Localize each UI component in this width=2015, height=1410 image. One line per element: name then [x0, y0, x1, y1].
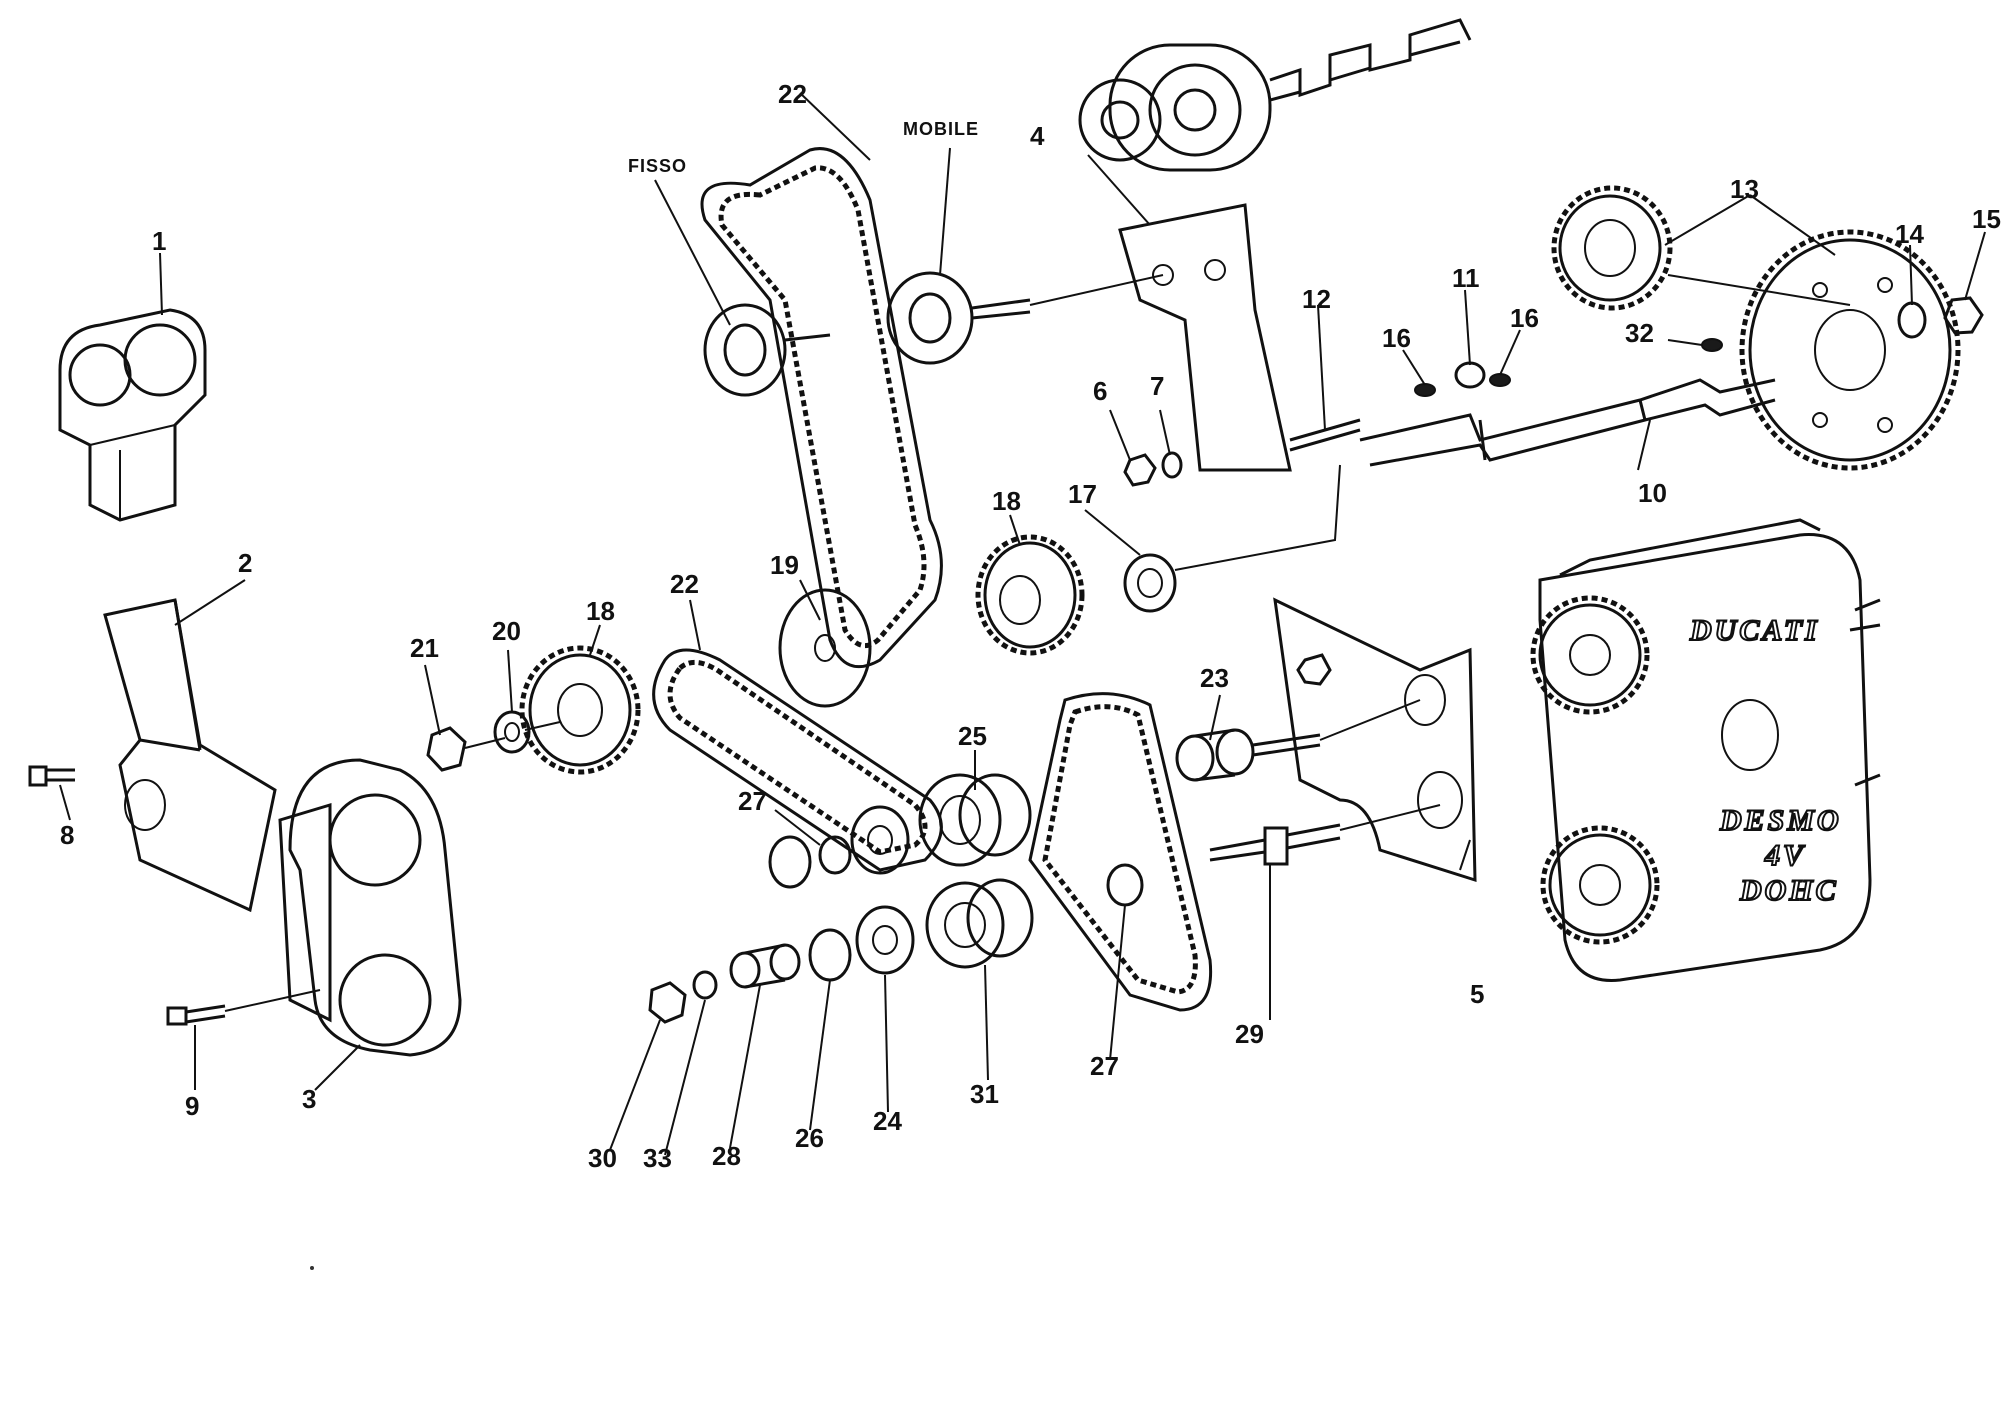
label-27-upper: 27	[738, 786, 767, 816]
axis-line-lower-left	[464, 721, 561, 749]
part-24-bearing-upper	[850, 805, 910, 875]
part-1-cover	[58, 308, 207, 522]
part-29-stud	[1209, 804, 1441, 866]
part-15-nut	[1943, 296, 1984, 335]
label-5: 5	[1470, 979, 1484, 1009]
part-18-pulley-lower	[519, 645, 641, 775]
label-11: 11	[1452, 263, 1480, 293]
part-24-bearing-lower	[855, 905, 915, 975]
label-31: 31	[970, 1079, 999, 1109]
part-10-shaft	[1359, 378, 1776, 467]
lower-timing-belt-right	[1028, 692, 1213, 1012]
part-31-pulley	[925, 878, 1034, 969]
label-fisso: FISSO	[628, 156, 687, 176]
part-23-spacer	[1175, 699, 1421, 782]
label-26: 26	[795, 1123, 824, 1153]
label-24: 24	[873, 1106, 902, 1136]
part-2-bracket	[103, 598, 277, 913]
part-28-spacer	[729, 943, 801, 989]
label-4: 4	[1030, 121, 1045, 151]
part-27-ring-right	[1106, 863, 1144, 907]
part-21-nut	[426, 726, 467, 772]
label-25: 25	[958, 721, 987, 751]
part-6-nut	[1123, 453, 1157, 487]
label-18-upper: 18	[992, 486, 1021, 516]
part-32-key	[1701, 338, 1723, 352]
tensioner-fixed	[703, 303, 831, 397]
cover-line3-text: DOHC	[1739, 874, 1839, 907]
label-21: 21	[410, 633, 439, 663]
stray-dot	[310, 1266, 314, 1270]
label-3: 3	[302, 1084, 316, 1114]
part-20-washer	[493, 710, 531, 754]
label-22-upper: 22	[778, 79, 807, 109]
label-27-lower: 27	[1090, 1051, 1119, 1081]
label-30: 30	[588, 1143, 617, 1173]
part-16-key-right	[1489, 373, 1511, 387]
label-29: 29	[1235, 1019, 1264, 1049]
cover-brand-text: DUCATI	[1689, 614, 1820, 647]
part-17-bearing	[1123, 464, 1341, 613]
part-26-circlip-upper	[768, 835, 812, 889]
part-19-washer	[778, 588, 872, 708]
cover-line2-text: 4V	[1764, 839, 1806, 872]
part-7-washer	[1161, 451, 1183, 479]
label-28: 28	[712, 1141, 741, 1171]
label-16a: 16	[1382, 323, 1411, 353]
gear-arrow	[1667, 274, 1851, 306]
part-26-circlip-lower	[808, 928, 852, 982]
part-5-plate	[1273, 597, 1477, 883]
lower-timing-belt-left	[652, 648, 943, 872]
label-8: 8	[60, 820, 74, 850]
part-4-plate	[1029, 203, 1292, 472]
label-7: 7	[1150, 371, 1164, 401]
label-16b: 16	[1510, 303, 1539, 333]
label-23: 23	[1200, 663, 1229, 693]
part-11-circlip	[1454, 361, 1486, 389]
label-1: 1	[152, 226, 166, 256]
label-17: 17	[1068, 479, 1097, 509]
camshaft-assembly	[1078, 18, 1472, 172]
part-3-timing-cover	[278, 758, 462, 1057]
part-25-pulley	[918, 773, 1032, 867]
label-20: 20	[492, 616, 521, 646]
part-16-key-left	[1414, 383, 1436, 397]
label-12: 12	[1302, 284, 1331, 314]
label-2: 2	[238, 548, 252, 578]
label-33: 33	[643, 1143, 672, 1173]
part-18-pulley-upper	[975, 534, 1085, 656]
label-10: 10	[1638, 478, 1667, 508]
label-32: 32	[1625, 318, 1654, 348]
label-14: 14	[1895, 219, 1924, 249]
bolt-8	[28, 765, 75, 787]
part-13-large-gear	[1739, 229, 1961, 471]
upper-timing-belt	[700, 147, 943, 669]
cam-cover: DUCATI DESMO 4V DOHC	[1530, 518, 1881, 982]
part-33-washer	[692, 970, 718, 1000]
label-13: 13	[1730, 174, 1759, 204]
label-6: 6	[1093, 376, 1107, 406]
tensioner-mobile	[886, 271, 1031, 365]
label-mobile: MOBILE	[903, 119, 979, 139]
label-22-lower: 22	[670, 569, 699, 599]
label-18-lower: 18	[586, 596, 615, 626]
label-15: 15	[1972, 204, 2001, 234]
leader-lines	[59, 92, 1986, 1156]
part-30-nut	[648, 981, 687, 1024]
label-9: 9	[185, 1091, 199, 1121]
part-14-washer	[1897, 301, 1927, 339]
label-19: 19	[770, 550, 799, 580]
cover-line1-text: DESMO	[1719, 804, 1842, 837]
part-labels: 1 2 3 4 5 6 7 8 9 10 11 12 13 14 15 16 1…	[60, 79, 2001, 1173]
part-13-small-gear	[1551, 185, 1673, 311]
part-27-ring-left	[818, 835, 852, 875]
bolt-9	[166, 989, 321, 1026]
